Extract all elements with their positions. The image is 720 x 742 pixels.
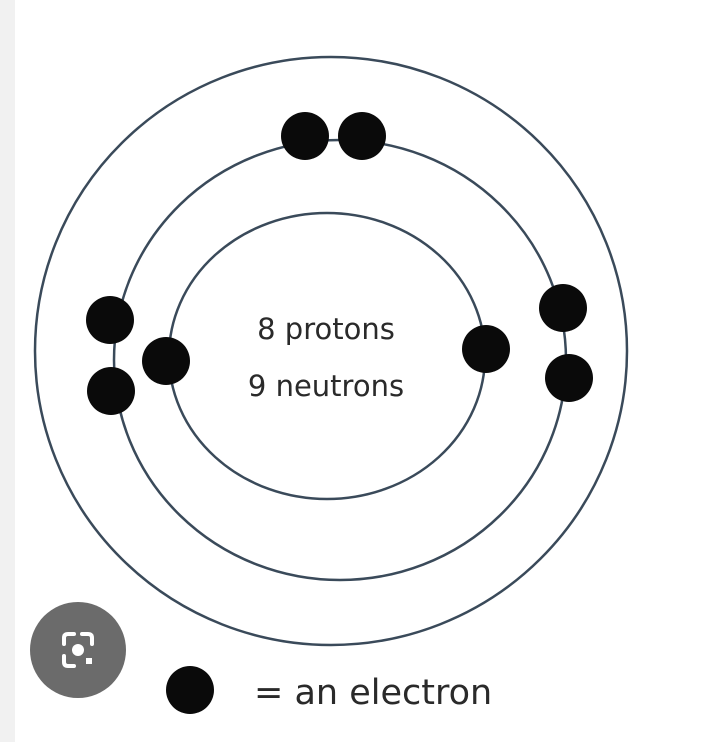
electron — [86, 296, 134, 344]
first-shell-orbit — [167, 211, 487, 501]
electron — [539, 284, 587, 332]
electron — [545, 354, 593, 402]
left-edge-strip — [0, 0, 15, 742]
legend-label: = an electron — [254, 673, 492, 713]
electron — [142, 337, 190, 385]
electron — [87, 367, 135, 415]
outer-orbit — [33, 55, 629, 647]
electron — [338, 112, 386, 160]
lens-search-icon — [62, 632, 94, 668]
lens-search-button[interactable] — [30, 602, 126, 698]
legend-electron — [166, 666, 214, 714]
electron — [462, 325, 510, 373]
protons-label: 8 protons — [257, 312, 395, 346]
neutrons-label: 9 neutrons — [248, 369, 404, 403]
electron — [281, 112, 329, 160]
